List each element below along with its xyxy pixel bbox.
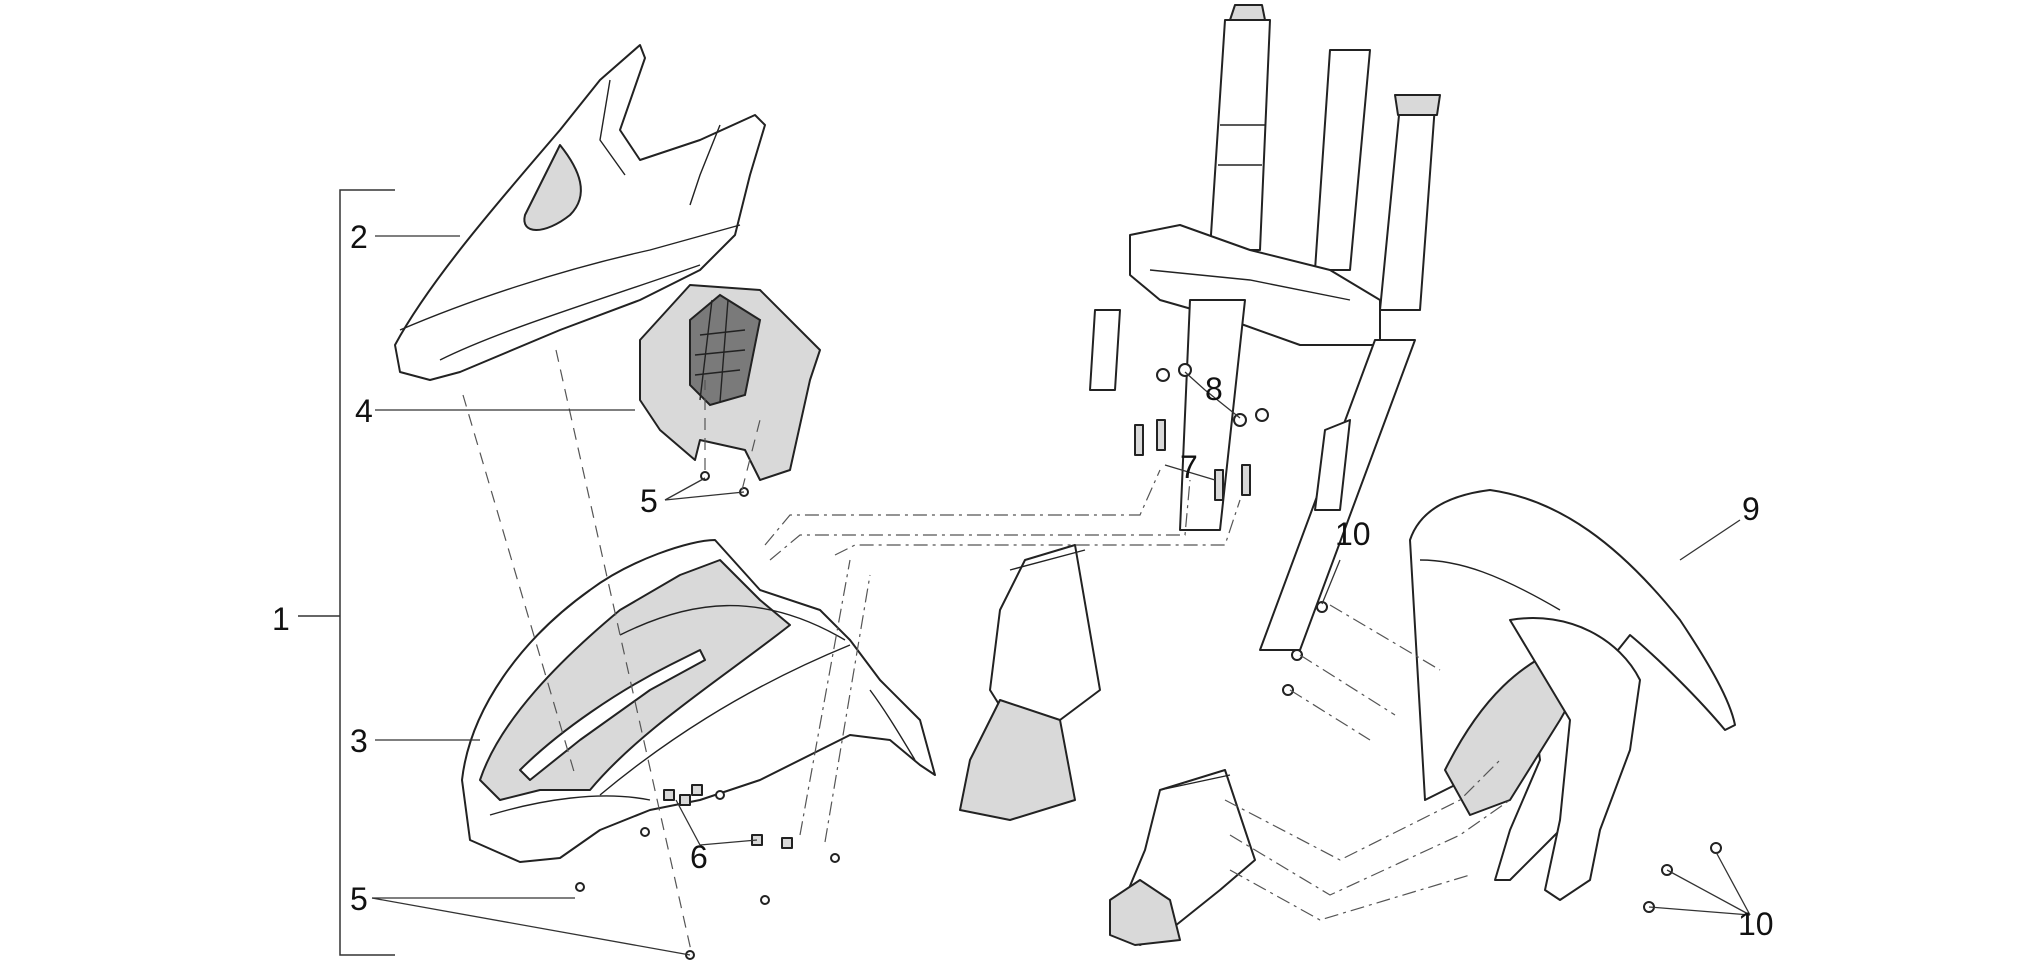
front-fork: [959, 4, 1441, 946]
front-mudguard: [461, 539, 936, 863]
inner-air-duct: [639, 284, 821, 481]
callout-9: 9: [1742, 491, 1760, 527]
callout-1: 1: [272, 601, 290, 637]
callout-3: 3: [350, 723, 368, 759]
callout-2: 2: [350, 219, 368, 255]
assembly-brace: [298, 189, 395, 956]
screws-item-10: [1282, 601, 1722, 913]
fender-item-9: [1409, 489, 1736, 901]
callout-10-lower: 10: [1738, 906, 1774, 942]
callout-8: 8: [1205, 371, 1223, 407]
callout-6: 6: [690, 839, 708, 875]
callout-7: 7: [1180, 449, 1198, 485]
leader-lines: [371, 235, 1751, 956]
callout-4: 4: [355, 393, 373, 429]
callout-10-upper: 10: [1335, 516, 1371, 552]
callout-5-upper: 5: [640, 483, 658, 519]
callout-5-lower: 5: [350, 881, 368, 917]
fork-nuts: [1156, 363, 1269, 427]
upper-beak-cover: [394, 44, 766, 381]
assembly-lines: [462, 349, 1511, 956]
fork-pins: [1134, 419, 1251, 501]
